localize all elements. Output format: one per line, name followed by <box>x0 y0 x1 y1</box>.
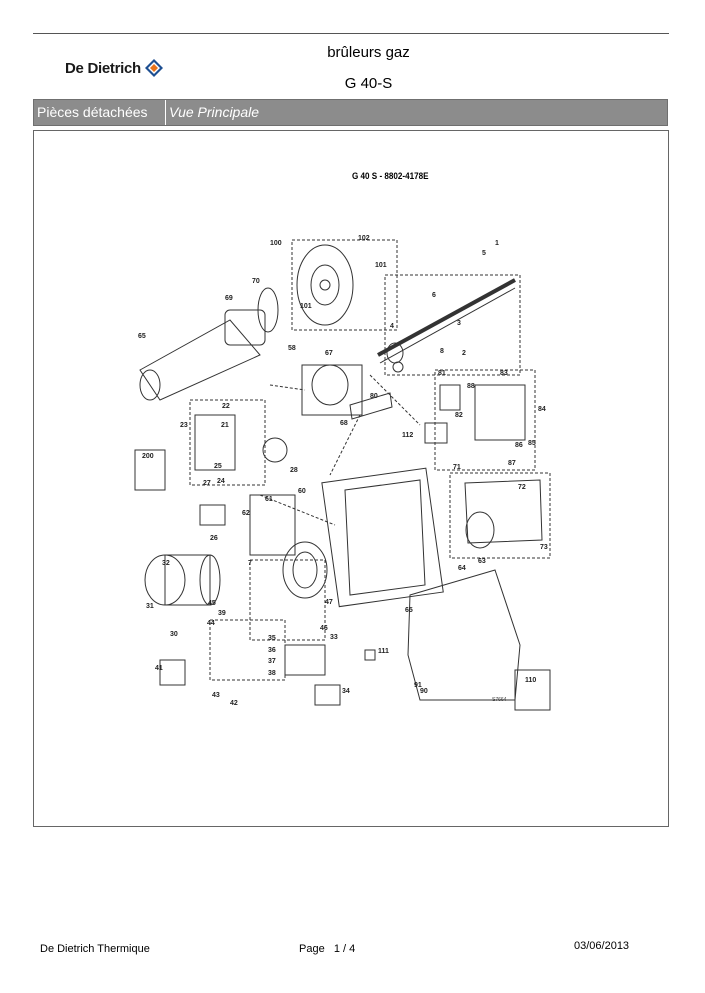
svg-text:81: 81 <box>438 370 446 377</box>
svg-text:38: 38 <box>268 670 276 677</box>
svg-text:200: 200 <box>142 453 154 460</box>
drawing-title: G 40 S - 8802-4178E <box>352 171 429 181</box>
drawing-code: S7664 <box>492 697 507 703</box>
svg-text:36: 36 <box>268 647 276 654</box>
footer-page: Page 1 / 4 <box>299 943 355 955</box>
svg-text:34: 34 <box>342 688 350 695</box>
svg-text:44: 44 <box>207 620 215 627</box>
section-view: Vue Principale <box>169 104 260 120</box>
svg-text:45: 45 <box>208 600 216 607</box>
svg-text:110: 110 <box>525 677 536 684</box>
svg-text:6: 6 <box>432 292 436 299</box>
svg-text:28: 28 <box>290 467 298 474</box>
svg-text:65: 65 <box>405 607 413 614</box>
svg-text:72: 72 <box>518 484 526 491</box>
svg-text:24: 24 <box>217 478 225 485</box>
svg-text:69: 69 <box>225 295 233 302</box>
brand-name: De Dietrich <box>65 59 141 77</box>
brand-diamond-icon <box>144 59 163 77</box>
svg-text:21: 21 <box>221 422 229 429</box>
svg-text:32: 32 <box>162 560 170 567</box>
svg-text:68: 68 <box>340 420 348 427</box>
svg-text:25: 25 <box>214 463 222 470</box>
svg-text:67: 67 <box>325 350 333 357</box>
svg-text:85: 85 <box>528 440 536 447</box>
svg-text:58: 58 <box>288 345 296 352</box>
svg-text:8: 8 <box>440 348 444 355</box>
svg-text:39: 39 <box>218 610 226 617</box>
footer-date: 03/06/2013 <box>574 940 630 952</box>
svg-text:112: 112 <box>402 432 413 439</box>
svg-text:100: 100 <box>270 240 282 247</box>
svg-text:31: 31 <box>146 603 154 610</box>
svg-text:4: 4 <box>390 323 394 330</box>
brand-logo: De Dietrich <box>65 57 164 79</box>
svg-text:65: 65 <box>138 333 146 340</box>
svg-text:47: 47 <box>325 599 333 606</box>
svg-text:26: 26 <box>210 535 218 542</box>
svg-text:91: 91 <box>414 682 422 689</box>
drawing-frame <box>33 130 669 827</box>
svg-text:82: 82 <box>455 412 463 419</box>
svg-text:5: 5 <box>482 250 486 257</box>
svg-text:90: 90 <box>420 688 428 695</box>
part-labels: 100 102 101 70 69 65 101 58 67 80 68 81 … <box>138 235 548 707</box>
svg-text:23: 23 <box>180 422 188 429</box>
svg-text:88: 88 <box>467 383 475 390</box>
svg-text:35: 35 <box>268 635 276 642</box>
svg-text:102: 102 <box>358 235 370 242</box>
svg-text:84: 84 <box>538 406 546 413</box>
svg-text:62: 62 <box>242 510 250 517</box>
section-bar: Pièces détachées Vue Principale <box>33 99 668 126</box>
svg-text:2: 2 <box>462 350 466 357</box>
svg-text:30: 30 <box>170 631 178 638</box>
svg-text:101: 101 <box>375 262 387 269</box>
svg-text:87: 87 <box>508 460 516 467</box>
svg-text:33: 33 <box>330 634 338 641</box>
svg-text:64: 64 <box>458 565 466 572</box>
svg-text:60: 60 <box>298 488 306 495</box>
svg-text:73: 73 <box>540 544 548 551</box>
svg-text:41: 41 <box>155 665 163 672</box>
svg-text:3: 3 <box>457 320 461 327</box>
page-label: Page <box>299 943 325 955</box>
document-title: brûleurs gaz <box>327 44 410 61</box>
page-number: 1 / 4 <box>333 943 356 955</box>
svg-text:83: 83 <box>500 370 508 377</box>
svg-text:86: 86 <box>515 442 523 449</box>
svg-text:70: 70 <box>252 278 260 285</box>
svg-text:61: 61 <box>265 496 273 503</box>
svg-text:101: 101 <box>300 303 312 310</box>
section-category: Pièces détachées <box>34 100 166 125</box>
svg-text:37: 37 <box>268 658 276 665</box>
svg-text:71: 71 <box>453 464 461 471</box>
svg-text:43: 43 <box>212 692 220 699</box>
svg-text:46: 46 <box>320 625 328 632</box>
svg-text:7: 7 <box>248 560 252 567</box>
model-title: G 40-S <box>344 75 393 92</box>
svg-text:80: 80 <box>370 393 378 400</box>
svg-text:63: 63 <box>478 558 486 565</box>
svg-text:111: 111 <box>378 648 389 655</box>
footer-company: De Dietrich Thermique <box>40 943 150 955</box>
header-rule <box>33 33 669 34</box>
burner-exploded-view-icon: 100 102 101 70 69 65 101 58 67 80 68 81 … <box>134 235 551 711</box>
svg-text:27: 27 <box>203 480 211 487</box>
svg-text:22: 22 <box>222 403 230 410</box>
svg-text:1: 1 <box>495 240 499 247</box>
svg-text:42: 42 <box>230 700 238 707</box>
